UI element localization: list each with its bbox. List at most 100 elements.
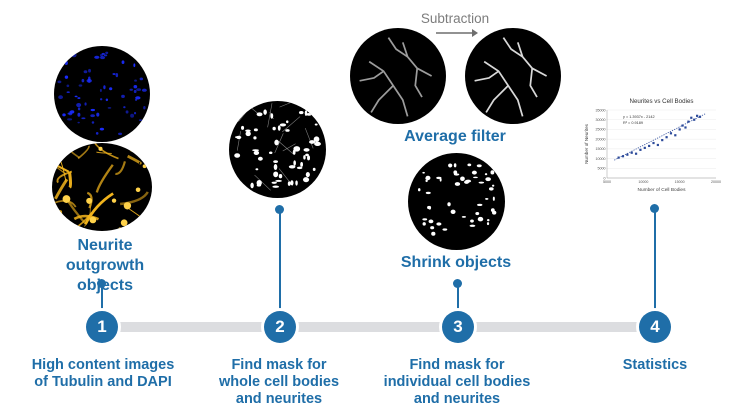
- filtered-neurite: [401, 42, 433, 77]
- mask-blob: [286, 120, 289, 124]
- shrink-objects-image: [408, 153, 505, 250]
- x-tick-label: 15000: [675, 180, 685, 184]
- nucleus-dot: [133, 111, 137, 115]
- mask-neurite: [254, 174, 271, 191]
- shrunk-object: [488, 187, 494, 191]
- nucleus-dot: [77, 112, 81, 117]
- nucleus-dot: [103, 54, 108, 57]
- shrunk-object: [469, 224, 476, 227]
- nucleus-dot: [66, 84, 70, 88]
- scatter-point: [621, 155, 625, 158]
- mask-blob: [293, 146, 301, 152]
- scatter-point: [626, 153, 629, 156]
- filtered-neurite: [516, 42, 548, 77]
- mask-blob: [274, 139, 279, 146]
- mask-blob: [277, 125, 281, 131]
- mask-blob: [270, 113, 274, 119]
- filtered-neurite: [370, 84, 394, 113]
- nucleus-dot: [57, 80, 62, 84]
- scatter-point: [678, 128, 681, 131]
- trend-line: [614, 113, 706, 161]
- scatter-point: [684, 126, 687, 129]
- cell-body: [86, 197, 93, 204]
- mask-blob: [303, 177, 310, 183]
- scatter-point: [665, 136, 668, 139]
- neurite-strand: [115, 161, 126, 176]
- y-tick-label: 35000: [596, 108, 606, 112]
- connector-line-4: [654, 210, 656, 309]
- neurite-strand: [95, 164, 114, 193]
- mask-neurite: [243, 187, 252, 193]
- mask-blob: [290, 180, 294, 186]
- nucleus-dot: [67, 118, 73, 121]
- mask-blob: [273, 160, 278, 163]
- step-2-text: Find mask for whole cell bodies and neur…: [193, 357, 365, 408]
- mask-blob: [268, 151, 273, 155]
- shrunk-object: [477, 203, 483, 207]
- shrunk-object: [447, 202, 451, 207]
- step-3-line-3: and neurites: [413, 391, 501, 407]
- mask-blob: [272, 126, 276, 131]
- mask-blob: [299, 111, 304, 115]
- scatter-point: [681, 124, 684, 127]
- mask-blob: [287, 181, 291, 186]
- neurite-objects-line-2: outgrowth objects: [65, 257, 145, 294]
- nucleus-dot: [140, 129, 145, 133]
- connector-line-2: [279, 211, 281, 309]
- neurite-objects-line-1: Neurite: [77, 237, 133, 254]
- nucleus-dot: [77, 121, 80, 124]
- shrunk-object: [454, 182, 461, 186]
- nucleus-dot: [100, 98, 103, 101]
- cell-body: [89, 216, 97, 224]
- shrunk-object: [425, 191, 431, 195]
- mask-neurite: [238, 103, 254, 122]
- step-3-text: Find mask for individual cell bodies and…: [362, 357, 552, 408]
- shrunk-object: [436, 176, 442, 180]
- nucleus-dot: [78, 84, 83, 87]
- mask-blob: [263, 109, 267, 115]
- nucleus-dot: [115, 72, 119, 78]
- neurite-strand: [67, 171, 73, 189]
- x-tick-label: 10000: [638, 180, 648, 184]
- mask-blob: [285, 129, 290, 132]
- nucleus-dot: [129, 88, 133, 91]
- mask-blob: [245, 129, 251, 132]
- nucleus-dot: [99, 88, 102, 93]
- shrunk-object: [460, 176, 465, 181]
- step-4-line-1: Statistics: [622, 357, 688, 373]
- neurite-strand: [86, 191, 93, 209]
- step-2-line-2: whole cell bodies: [218, 374, 340, 390]
- nucleus-dot: [76, 103, 82, 108]
- nucleus-dot: [94, 55, 100, 59]
- subtraction-arrow-icon: [436, 29, 478, 37]
- connector-dot-1: [97, 279, 106, 288]
- nucleus-dot: [58, 95, 64, 100]
- mask-neurite: [282, 143, 296, 152]
- x-tick-label: 20000: [711, 180, 721, 184]
- nucleus-dot: [74, 95, 78, 98]
- nucleus-dot: [81, 117, 86, 120]
- filtered-neurite: [483, 60, 524, 117]
- nucleus-dot: [62, 113, 66, 117]
- cell-body: [62, 195, 71, 203]
- cell-body: [111, 198, 117, 203]
- neurite-strand: [52, 162, 67, 175]
- mask-blob: [307, 155, 311, 161]
- timeline-bar: [100, 322, 656, 332]
- subtraction-label: Subtraction: [420, 11, 490, 26]
- nucleus-dot: [125, 110, 129, 114]
- nucleus-dot: [95, 132, 99, 135]
- connector-line-3: [457, 285, 459, 309]
- mask-blob: [253, 136, 257, 140]
- nucleus-dot: [101, 52, 105, 55]
- nucleus-dot: [91, 121, 95, 124]
- shrunk-object: [467, 163, 472, 167]
- nucleus-dot: [100, 56, 106, 60]
- mask-neurite: [274, 133, 284, 154]
- scatter-point: [661, 139, 664, 142]
- nucleus-dot: [88, 68, 92, 73]
- shrunk-object: [465, 179, 472, 183]
- nucleus-dot: [134, 98, 138, 101]
- nucleus-dot: [64, 61, 68, 66]
- mask-blob: [278, 173, 283, 179]
